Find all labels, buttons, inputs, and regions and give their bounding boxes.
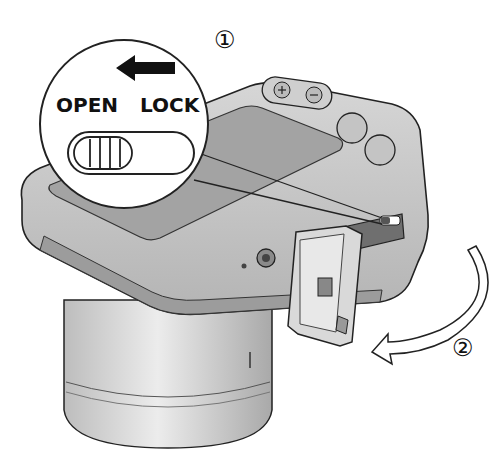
leader-lines	[190, 150, 382, 224]
magnifier-callout	[40, 40, 208, 208]
callout-number: ②	[452, 336, 474, 360]
callout-number: ①	[214, 28, 236, 52]
battery-door	[288, 226, 362, 346]
lens-barrel	[64, 300, 272, 448]
switch-label: LOCK	[140, 95, 199, 115]
switch-label: OPEN	[56, 95, 118, 115]
motion-arrow	[372, 246, 488, 364]
